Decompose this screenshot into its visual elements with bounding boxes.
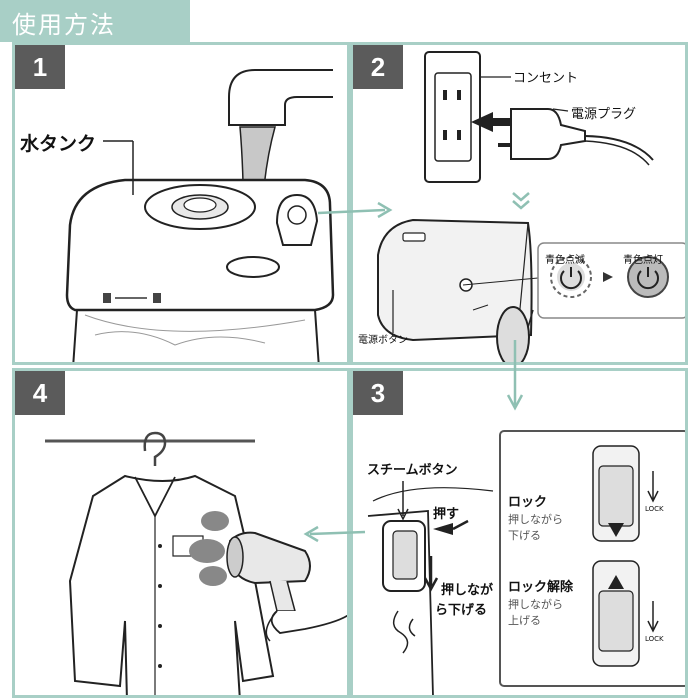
step-4-badge: 4 — [15, 371, 65, 415]
power-button-label: 電源ボタン — [358, 335, 408, 346]
press-slide-label-1: 押しなが — [441, 583, 494, 598]
steam-button-illustration — [367, 430, 685, 695]
power-connection-illustration — [377, 51, 685, 362]
step-1-panel: 1 — [12, 42, 350, 365]
step-1-number: 1 — [32, 52, 48, 82]
lock-desc-2: 下げる — [508, 529, 541, 542]
outlet-label: コンセント — [513, 71, 579, 86]
step-1-badge: 1 — [15, 45, 65, 89]
step-3-panel: 3 — [350, 368, 688, 698]
header-tab: 使用方法 — [0, 0, 190, 42]
water-tank-illustration — [65, 69, 335, 362]
faucet — [228, 69, 333, 126]
step-2-number: 2 — [370, 52, 386, 82]
press-slide-label-2: ら下げる — [435, 603, 488, 618]
unlock-title: ロック解除 — [508, 580, 574, 595]
tank-lower — [72, 309, 320, 362]
step-4-panel: 4 — [12, 368, 350, 698]
step-4-number: 4 — [32, 378, 48, 408]
lock-tag-2: LOCK — [645, 635, 664, 643]
step-3-badge: 3 — [353, 371, 403, 415]
step-3-number: 3 — [370, 378, 386, 408]
indicator-solid-label: 青色点灯 — [623, 255, 663, 266]
step-2-badge: 2 — [353, 45, 403, 89]
unlock-desc-2: 上げる — [508, 614, 541, 627]
unlock-desc-1: 押しながら — [508, 598, 563, 611]
lock-tag-1: LOCK — [645, 505, 664, 513]
steamer-body — [377, 218, 533, 342]
tank-body — [65, 178, 335, 312]
steam-button-label: スチームボタン — [367, 463, 458, 478]
water-tank-label: 水タンク — [20, 133, 97, 155]
hand — [270, 610, 347, 634]
plug-label: 電源プラグ — [571, 107, 637, 122]
indicator-blink-label: 青色点滅 — [545, 255, 585, 266]
press-label: 押す — [433, 507, 460, 522]
shirt — [68, 474, 275, 695]
page-title: 使用方法 — [12, 11, 116, 39]
step-2-panel: 2 — [350, 42, 688, 365]
lock-desc-1: 押しながら — [508, 513, 563, 526]
lock-title: ロック — [508, 495, 548, 510]
steaming-shirt-illustration — [45, 431, 347, 695]
